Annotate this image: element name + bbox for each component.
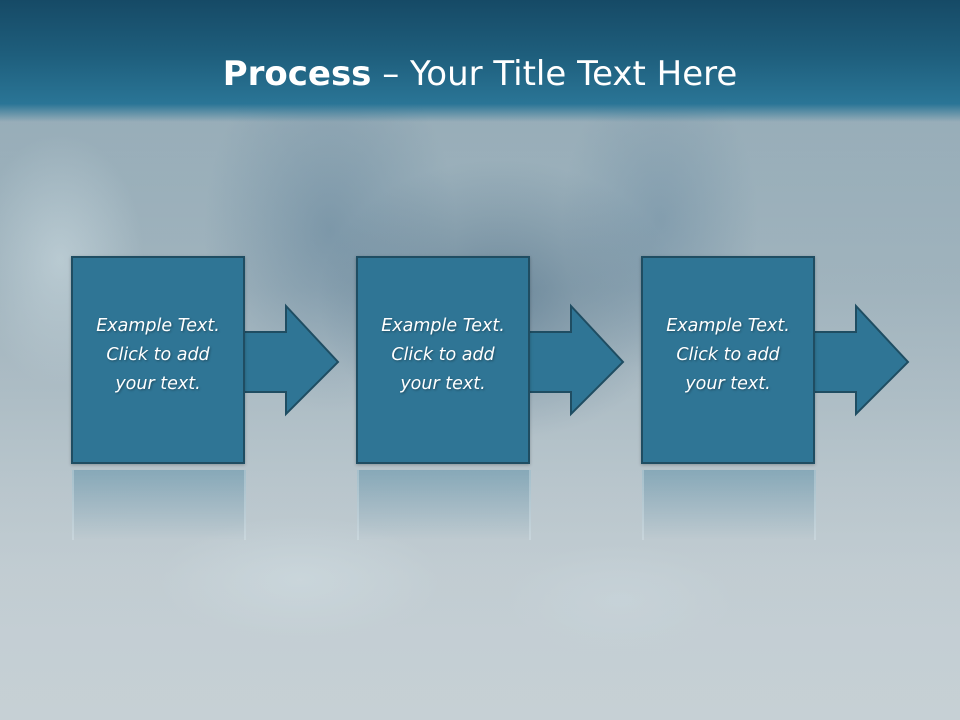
step-reflection-3 xyxy=(642,470,816,540)
step-reflection-2 xyxy=(357,470,531,540)
arrow-right-icon xyxy=(809,303,910,417)
step-text[interactable]: Example Text. Click to add your text. xyxy=(666,316,790,394)
step-text[interactable]: Example Text. Click to add your text. xyxy=(96,316,220,394)
step-box-2[interactable]: Example Text. Click to add your text. xyxy=(356,256,530,464)
step-box-3[interactable]: Example Text. Click to add your text. xyxy=(641,256,815,464)
step-text[interactable]: Example Text. Click to add your text. xyxy=(381,316,505,394)
step-reflection-1 xyxy=(72,470,246,540)
title-bold: Process xyxy=(222,54,372,94)
title-bar xyxy=(0,0,960,122)
title-rest: – Your Title Text Here xyxy=(371,54,738,94)
arrow-right-icon xyxy=(524,303,625,417)
arrow-right-icon xyxy=(239,303,340,417)
step-box-1[interactable]: Example Text. Click to add your text. xyxy=(71,256,245,464)
slide-title[interactable]: Process – Your Title Text Here xyxy=(0,52,960,96)
